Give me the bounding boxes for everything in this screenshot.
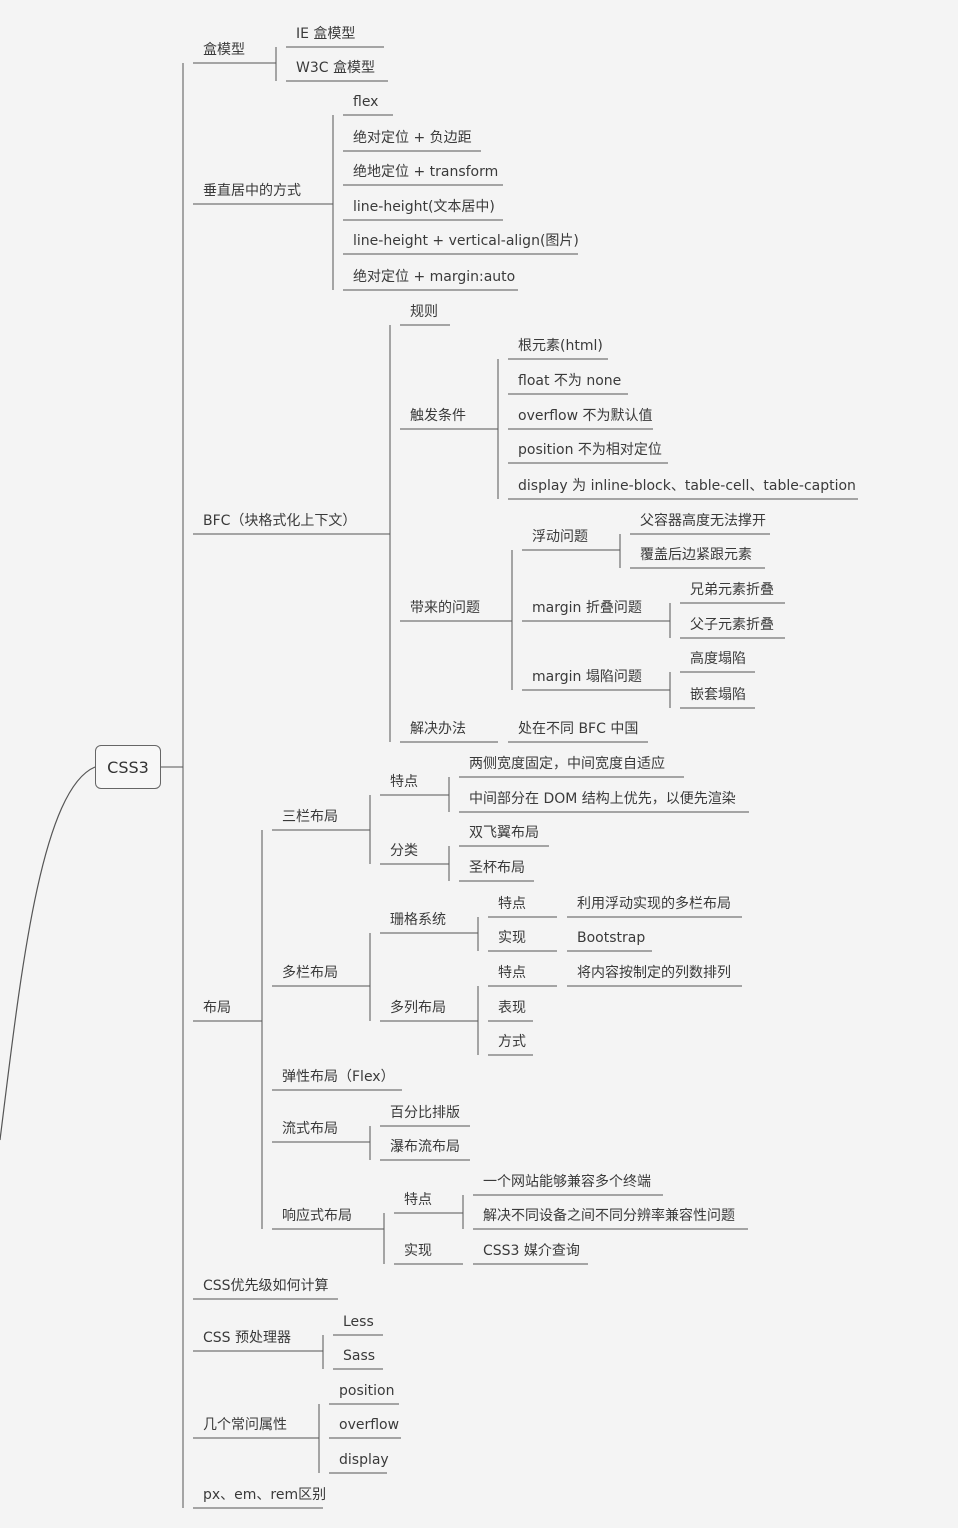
- node-2-1[interactable]: 触发条件: [410, 408, 466, 424]
- node-2-2-2-0[interactable]: 高度塌陷: [690, 651, 746, 667]
- node-1-2[interactable]: 绝地定位 + transform: [353, 164, 499, 180]
- node-0[interactable]: 盒模型: [203, 42, 245, 58]
- node-0-0[interactable]: IE 盒模型: [296, 26, 356, 42]
- node-6[interactable]: 几个常问属性: [203, 1417, 287, 1433]
- node-3-1-1-0-0[interactable]: 将内容按制定的列数排列: [577, 965, 731, 981]
- node-3-1-0-0-0[interactable]: 利用浮动实现的多栏布局: [577, 896, 731, 912]
- node-3-3-1[interactable]: 瀑布流布局: [390, 1139, 460, 1155]
- node-2-1-0[interactable]: 根元素(html): [518, 338, 603, 354]
- node-2-2-1-1[interactable]: 父子元素折叠: [690, 617, 774, 633]
- node-5-1[interactable]: Sass: [343, 1348, 376, 1364]
- node-3-0-0-1[interactable]: 中间部分在 DOM 结构上优先，以便先渲染: [469, 791, 736, 807]
- root-node[interactable]: CSS3: [95, 745, 161, 789]
- node-3-3-0[interactable]: 百分比排版: [390, 1105, 460, 1121]
- node-1-0[interactable]: flex: [353, 94, 379, 110]
- node-3-0-0[interactable]: 特点: [390, 774, 418, 790]
- node-2-2-2[interactable]: margin 塌陷问题: [532, 669, 642, 685]
- node-2-1-4[interactable]: display 为 inline-block、table-cell、table-…: [518, 478, 856, 494]
- node-2-3[interactable]: 解决办法: [410, 721, 466, 737]
- node-3-1-0-1-0[interactable]: Bootstrap: [577, 930, 646, 946]
- node-5-0[interactable]: Less: [343, 1314, 374, 1330]
- node-3-0[interactable]: 三栏布局: [282, 809, 338, 825]
- node-3-4-0-1[interactable]: 解决不同设备之间不同分辨率兼容性问题: [483, 1208, 735, 1224]
- node-4[interactable]: CSS优先级如何计算: [203, 1278, 329, 1294]
- node-3-1-0-1[interactable]: 实现: [498, 930, 526, 946]
- node-2-2-0-0[interactable]: 父容器高度无法撑开: [640, 513, 766, 529]
- node-3-3[interactable]: 流式布局: [282, 1121, 338, 1137]
- node-3-0-0-0[interactable]: 两侧宽度固定，中间宽度自适应: [469, 756, 665, 772]
- node-3-1-0[interactable]: 珊格系统: [390, 912, 446, 928]
- node-2-1-3[interactable]: position 不为相对定位: [518, 442, 662, 458]
- node-3-0-1-1[interactable]: 圣杯布局: [469, 860, 525, 876]
- node-3-1[interactable]: 多栏布局: [282, 965, 338, 981]
- node-1-4[interactable]: line-height + vertical-align(图片): [353, 233, 579, 249]
- node-7[interactable]: px、em、rem区别: [203, 1487, 327, 1503]
- node-2-0[interactable]: 规则: [410, 304, 438, 320]
- node-1-5[interactable]: 绝对定位 + margin:auto: [353, 269, 516, 285]
- node-3-4[interactable]: 响应式布局: [282, 1208, 352, 1224]
- node-2[interactable]: BFC（块格式化上下文）: [203, 513, 357, 529]
- node-6-1[interactable]: overflow: [339, 1417, 400, 1433]
- node-0-1[interactable]: W3C 盒模型: [296, 60, 375, 76]
- node-3-1-0-0[interactable]: 特点: [498, 896, 526, 912]
- node-3-4-1-0[interactable]: CSS3 媒介查询: [483, 1243, 580, 1259]
- node-2-2[interactable]: 带来的问题: [410, 600, 480, 616]
- node-3-1-1[interactable]: 多列布局: [390, 1000, 446, 1016]
- node-6-0[interactable]: position: [339, 1383, 395, 1399]
- node-3-4-0[interactable]: 特点: [404, 1192, 432, 1208]
- node-2-2-0-1[interactable]: 覆盖后边紧跟元素: [640, 547, 752, 563]
- node-5[interactable]: CSS 预处理器: [203, 1330, 291, 1346]
- root-label: CSS3: [107, 757, 149, 777]
- node-3-1-1-0[interactable]: 特点: [498, 965, 526, 981]
- node-3[interactable]: 布局: [203, 1000, 231, 1016]
- node-2-3-0[interactable]: 处在不同 BFC 中国: [518, 721, 639, 737]
- node-3-4-1[interactable]: 实现: [404, 1243, 432, 1259]
- node-2-1-2[interactable]: overflow 不为默认值: [518, 408, 653, 424]
- node-3-1-1-2[interactable]: 方式: [498, 1034, 526, 1050]
- node-1[interactable]: 垂直居中的方式: [203, 183, 301, 199]
- node-3-2[interactable]: 弹性布局（Flex）: [282, 1069, 395, 1085]
- node-2-1-1[interactable]: float 不为 none: [518, 373, 622, 389]
- node-3-0-1-0[interactable]: 双飞翼布局: [469, 825, 539, 841]
- node-1-3[interactable]: line-height(文本居中): [353, 199, 495, 215]
- parent-curve: [0, 766, 96, 1141]
- node-2-2-1[interactable]: margin 折叠问题: [532, 600, 642, 616]
- node-1-1[interactable]: 绝对定位 + 负边距: [353, 130, 472, 146]
- node-2-2-1-0[interactable]: 兄弟元素折叠: [690, 582, 774, 598]
- node-3-0-1[interactable]: 分类: [390, 843, 418, 859]
- node-3-1-1-1[interactable]: 表现: [498, 1000, 526, 1016]
- node-6-2[interactable]: display: [339, 1452, 389, 1468]
- node-2-2-2-1[interactable]: 嵌套塌陷: [690, 687, 746, 703]
- node-2-2-0[interactable]: 浮动问题: [532, 529, 588, 545]
- node-3-4-0-0[interactable]: 一个网站能够兼容多个终端: [483, 1174, 651, 1190]
